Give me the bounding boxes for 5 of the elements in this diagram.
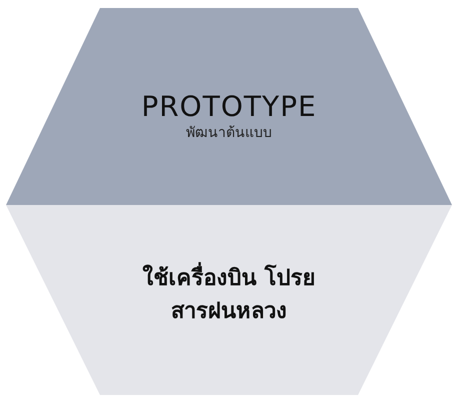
trapezoid-bottom bbox=[6, 205, 452, 395]
trapezoid-top bbox=[6, 8, 452, 205]
heading: PROTOTYPE bbox=[141, 91, 317, 124]
body-text: ใช้เครื่องบิน โปรยสารฝนหลวง bbox=[129, 262, 329, 328]
subheading: พัฒนาต้นแบบ bbox=[186, 124, 272, 142]
